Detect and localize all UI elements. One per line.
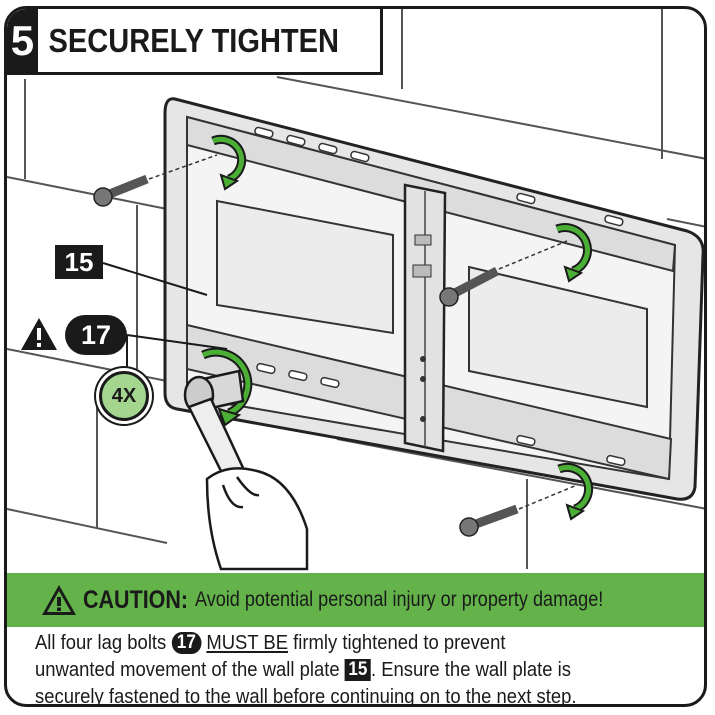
lag-bolt-top-left bbox=[93, 154, 218, 207]
wrench-and-hand bbox=[183, 369, 309, 571]
instruction-line-3: securely fastened to the wall before con… bbox=[35, 685, 577, 707]
step-title: SECURELY TIGHTEN bbox=[48, 21, 339, 59]
instruction-text-segment: All four lag bolts bbox=[35, 631, 167, 654]
wall-plate-ref: 15 bbox=[344, 659, 371, 681]
caution-triangle-icon bbox=[42, 585, 77, 615]
step-header: 5 SECURELY TIGHTEN bbox=[7, 9, 383, 75]
step-number: 5 bbox=[7, 9, 38, 72]
lag-bolt-ref: 17 bbox=[171, 632, 202, 654]
lag-bolt-callout: 17 bbox=[65, 315, 127, 355]
instruction-text-segment: unwanted movement of the wall plate bbox=[35, 658, 340, 681]
instruction-panel: 5 SECURELY TIGHTEN 15 17 4X CAUTION: Avo… bbox=[4, 6, 707, 707]
lag-bolt-middle-right bbox=[439, 240, 568, 307]
wall-plate-callout: 15 bbox=[55, 245, 103, 279]
quantity-badge: 4X bbox=[99, 371, 149, 421]
caution-message: Avoid potential personal injury or prope… bbox=[195, 588, 604, 611]
instruction-text-segment: . Ensure the wall plate is bbox=[370, 658, 571, 681]
leader-lines bbox=[102, 262, 228, 371]
caution-label: CAUTION: bbox=[83, 585, 189, 614]
instruction-line-2: unwanted movement of the wall plate 15. … bbox=[35, 656, 629, 683]
instruction-line-1: All four lag bolts 17 MUST BE firmly tig… bbox=[35, 629, 629, 656]
instruction-text-segment: firmly tightened to prevent bbox=[293, 631, 506, 654]
tile-wall bbox=[7, 9, 704, 569]
caution-bar: CAUTION: Avoid potential personal injury… bbox=[7, 573, 704, 627]
warning-triangle-icon bbox=[21, 318, 57, 350]
instruction-text: All four lag bolts 17 MUST BE firmly tig… bbox=[35, 629, 695, 707]
lag-bolts bbox=[93, 154, 578, 537]
wall-plate bbox=[163, 97, 704, 501]
lag-bolt-bottom-right bbox=[459, 484, 578, 537]
mounting-illustration bbox=[7, 9, 704, 571]
emphasis-must-be: MUST BE bbox=[206, 631, 289, 654]
